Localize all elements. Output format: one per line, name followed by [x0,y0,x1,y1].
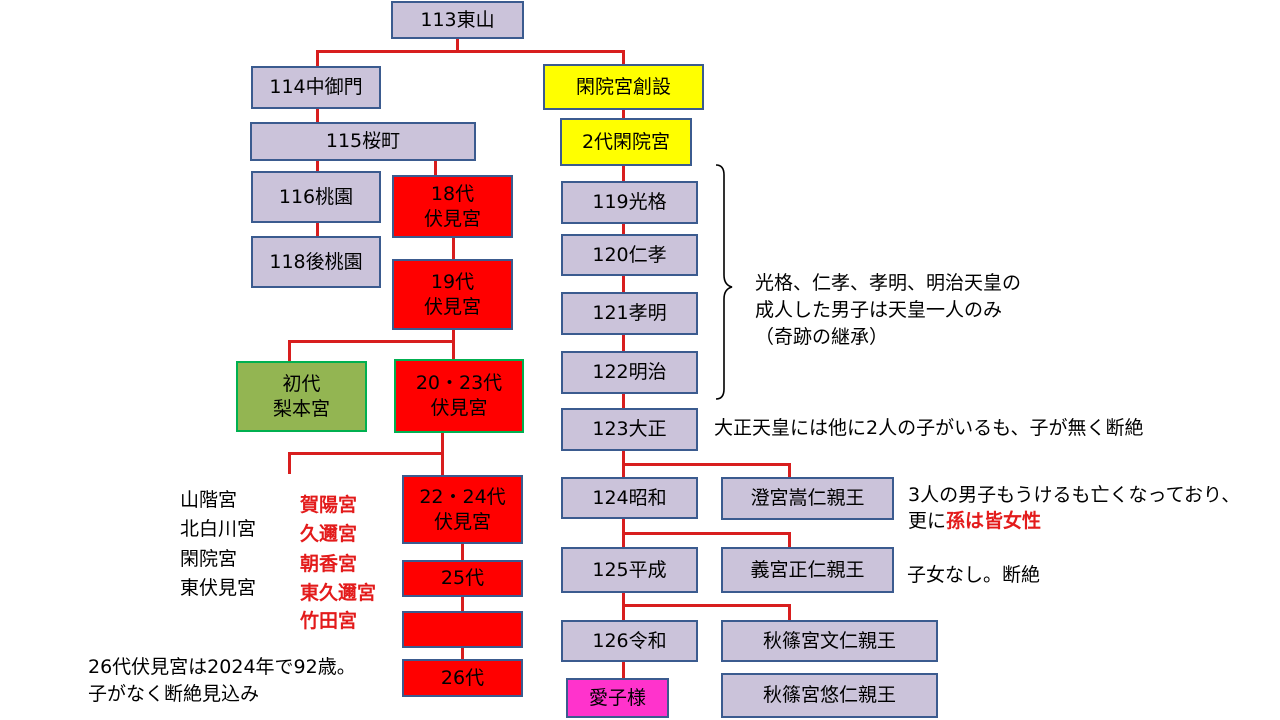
fushimi-22-24-box: 22・24代 伏見宮 [402,475,523,544]
branch-house-red: 久邇宮 [300,523,358,545]
fushimi-25-box: 25代 [402,560,523,597]
yoshi-no-miya-box: 義宮正仁親王 [721,547,894,593]
connector-line [288,340,455,343]
connector-line [316,160,319,172]
connector-line [622,463,791,466]
connector-line [316,222,319,237]
connector-line [788,532,791,548]
connector-line [461,596,464,612]
sumi-note-prefix: 更に [908,510,947,532]
sumi-note-highlight: 孫は皆女性 [946,510,1042,532]
emperor-124-box: 124昭和 [561,477,698,519]
sumi-note-line1: 3人の男子もうけるも亡くなっており、 [908,484,1241,506]
fushimi-22-24-line1: 22・24代 [419,485,506,508]
connector-line [316,50,319,67]
emperor-116-box: 116桃園 [251,171,381,223]
connector-line [622,50,625,65]
nashimoto-line2: 梨本宮 [272,397,330,420]
connector-line [316,108,319,123]
bracket-note-line2: 成人した男子は天皇一人のみ [755,299,1003,321]
bracket-note-line3: （奇跡の継承） [755,326,889,348]
aiko-box: 愛子様 [566,678,669,718]
emperor-120-box: 120仁孝 [561,234,698,276]
sumi-no-miya-box: 澄宮嵩仁親王 [721,477,894,520]
connector-line [288,452,444,455]
sumi-note-line2: 更に孫は皆女性 [908,509,1041,535]
fushimi-18-box: 18代 伏見宮 [392,175,513,238]
connector-line [622,661,625,679]
fushimi-22-24-line2: 伏見宮 [433,510,491,533]
connector-line [622,109,625,119]
connector-line [288,452,291,474]
connector-line [461,543,464,561]
connector-line [622,334,625,352]
branch-house-black: 東伏見宮 [180,577,257,599]
kanin-2nd-box: 2代閑院宮 [560,118,692,166]
fushimi-20-23-line2: 伏見宮 [430,397,488,419]
emperor-113-box: 113東山 [391,1,524,39]
connector-line [456,37,459,52]
branch-house-red: 東久邇宮 [300,582,377,604]
branch-house-red: 竹田宮 [300,610,358,632]
emperor-119-box: 119光格 [561,181,698,224]
emperor-126-box: 126令和 [561,620,698,662]
emperor-114-box: 114中御門 [251,66,381,109]
fushimi-18-line2: 伏見宮 [423,207,481,230]
fushimi-19-line2: 伏見宮 [423,295,481,318]
emperor-121-box: 121孝明 [561,292,698,335]
kanin-founded-box: 閑院宮創設 [543,64,704,110]
connector-line [434,160,437,176]
bracket [715,164,733,400]
connector-line [288,340,291,362]
emperor-122-box: 122明治 [561,351,698,394]
connector-line [316,50,625,53]
fushimi-26-box: 26代 [402,659,523,697]
akishino-hisahito-box: 秋篠宮悠仁親王 [721,673,938,718]
connector-line [622,223,625,235]
connector-line [622,604,791,607]
fushimi26-note-line1: 26代伏見宮は2024年で92歳。 [88,656,356,678]
emperor-123-box: 123大正 [561,408,698,451]
emperor-115-box: 115桜町 [250,122,476,161]
akishino-fumihito-box: 秋篠宮文仁親王 [721,620,938,662]
taisho-note: 大正天皇には他に2人の子がいるも、子が無く断絶 [714,417,1144,439]
branch-house-black: 閑院宮 [180,548,238,570]
fushimi-20-23-line1: 20・23代 [415,372,503,395]
branch-house-red: 賀陽宮 [300,494,358,516]
fushimi-19-line1: 19代 [430,270,475,293]
branch-house-red: 朝香宮 [300,553,358,575]
connector-line [622,532,791,535]
fushimi26-note-line2: 子がなく断絶見込み [88,683,260,705]
connector-line [452,237,455,260]
connector-line [788,463,791,478]
emperor-125-box: 125平成 [561,547,698,593]
branch-house-black: 山階宮 [180,489,238,511]
connector-line [452,329,455,360]
connector-line [788,604,791,621]
nashimoto-box: 初代 梨本宮 [236,361,367,432]
branch-house-black: 北白川宮 [180,518,257,540]
connector-line [622,275,625,293]
connector-line [461,647,464,660]
connector-line [622,165,625,182]
fushimi-18-line1: 18代 [430,182,475,205]
fushimi-19-box: 19代 伏見宮 [392,259,513,330]
emperor-118-box: 118後桃園 [251,236,381,288]
yoshi-note: 子女なし。断絶 [907,564,1041,586]
nashimoto-line1: 初代 [282,372,321,395]
connector-line [622,393,625,409]
fushimi-unlabeled-box [402,611,523,648]
fushimi-20-23-box: 20・23代 伏見宮 [394,359,524,433]
bracket-note-line1: 光格、仁孝、孝明、明治天皇の [755,272,1022,294]
